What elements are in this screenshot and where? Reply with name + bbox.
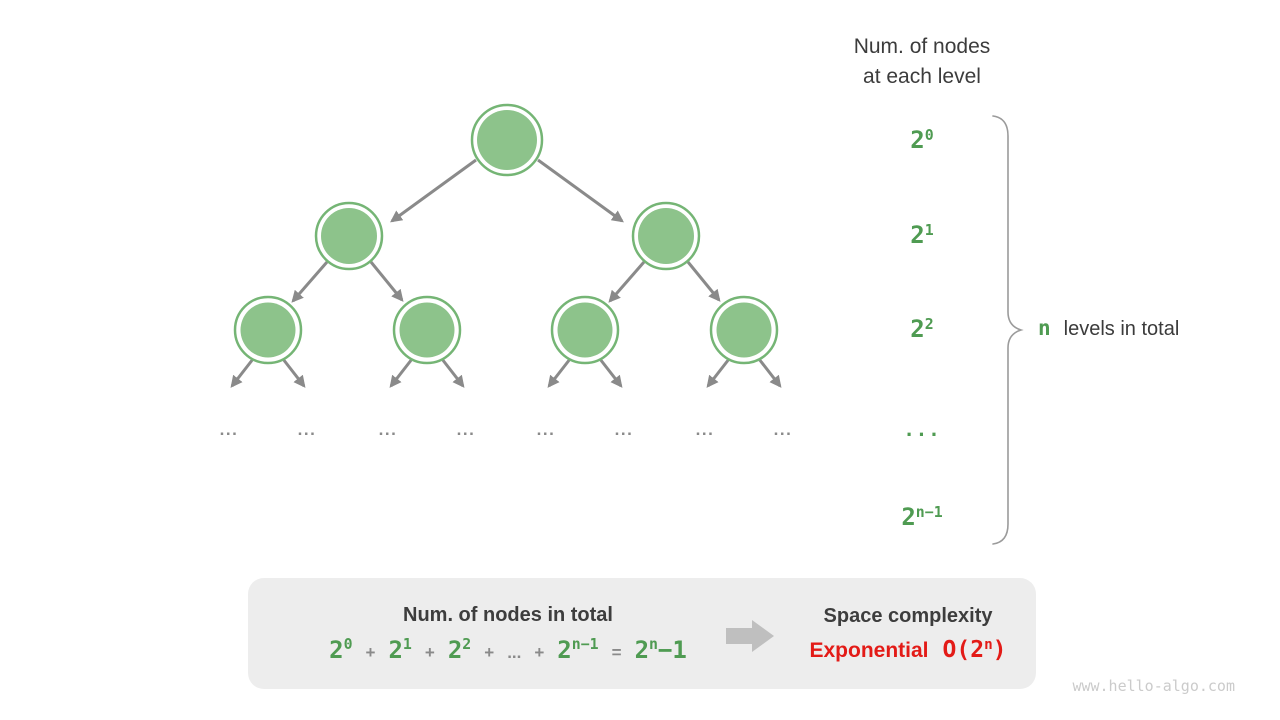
- tree-node: [470, 103, 544, 177]
- summary-left: Num. of nodes in total 20 + 21 + 22 + ..…: [258, 578, 758, 689]
- result-term: 2n−1: [634, 635, 687, 664]
- edge-arrow: [686, 261, 721, 302]
- pow-exp: 0: [924, 125, 934, 144]
- tree-node: [631, 201, 701, 271]
- pow-base: 2: [901, 503, 916, 531]
- edge-arrow: [440, 358, 465, 388]
- tree-ellipsis: ...: [614, 420, 634, 439]
- tree-node: [314, 201, 384, 271]
- level-count-2: 22: [852, 315, 992, 345]
- tree-ellipsis: ...: [695, 420, 715, 439]
- pow-exp: 2: [924, 314, 934, 333]
- big-o-notation: O(2n): [942, 636, 1007, 663]
- tree-node: [233, 295, 303, 365]
- pow-exp: n−1: [915, 502, 943, 521]
- watermark: www.hello-algo.com: [1072, 677, 1235, 695]
- edge-arrow: [598, 358, 623, 388]
- tree-ellipsis: ...: [378, 420, 398, 439]
- plus-sign: +: [424, 642, 435, 662]
- pow-base: 2: [910, 126, 925, 154]
- summary-left-title: Num. of nodes in total: [403, 603, 613, 626]
- pow-exp: 1: [924, 220, 934, 239]
- tree-ellipsis: ...: [219, 420, 239, 439]
- edge-arrow: [369, 261, 404, 302]
- tree-node: [709, 295, 779, 365]
- column-header-line1: Num. of nodes: [853, 35, 991, 58]
- level-count-ellipsis: ...: [903, 419, 941, 441]
- brace: [992, 115, 1024, 545]
- tree-node: [392, 295, 462, 365]
- brace-label: n levels in total: [1038, 316, 1179, 341]
- edge-arrow: [537, 158, 624, 223]
- column-header-line2: at each level: [863, 65, 981, 88]
- plus-sign: +: [534, 642, 545, 662]
- complexity-value: Exponential O(2n): [809, 637, 1006, 663]
- tree-nodes: [233, 103, 779, 365]
- edge-arrow: [608, 261, 646, 303]
- equals-sign: =: [611, 642, 622, 662]
- formula-ellipsis: ...: [507, 642, 522, 662]
- term-2-n-1: 2n−1: [557, 635, 599, 664]
- edge-arrow: [757, 358, 782, 388]
- edge-arrow: [291, 261, 329, 303]
- plus-sign: +: [365, 642, 376, 662]
- tree-edges: [230, 158, 782, 388]
- term-2-1: 21: [388, 635, 412, 664]
- complexity-word: Exponential: [809, 638, 929, 662]
- level-count-0: 20: [852, 126, 992, 156]
- edge-arrow: [706, 358, 731, 388]
- pow-base: 2: [910, 221, 925, 249]
- edge-arrow: [389, 358, 414, 388]
- column-header: Num. of nodes at each level: [792, 32, 1052, 92]
- summary-right-title: Space complexity: [823, 604, 993, 627]
- summary-box: Num. of nodes in total 20 + 21 + 22 + ..…: [248, 578, 1036, 689]
- tree-ellipsis: ...: [536, 420, 556, 439]
- tree-node: [550, 295, 620, 365]
- edge-arrow: [230, 358, 255, 388]
- plus-sign: +: [484, 642, 495, 662]
- node-sum-formula: 20 + 21 + 22 + ... + 2n−1 = 2n−1: [329, 635, 687, 664]
- tree-ellipsis: ...: [297, 420, 317, 439]
- tree-ellipsis: ...: [773, 420, 793, 439]
- summary-right: Space complexity Exponential O(2n): [793, 578, 1023, 689]
- edge-arrow: [281, 358, 306, 388]
- edge-arrow: [390, 158, 477, 223]
- level-count-1: 21: [852, 221, 992, 251]
- brace-label-text: levels in total: [1063, 318, 1180, 340]
- edge-arrow: [547, 358, 572, 388]
- term-2-2: 22: [447, 635, 472, 664]
- level-count-last: 2n−1: [852, 503, 992, 533]
- pow-base: 2: [910, 315, 925, 343]
- brace-label-n: n: [1038, 316, 1051, 340]
- term-2-0: 20: [329, 635, 353, 664]
- tree-ellipsis: ...: [456, 420, 476, 439]
- right-block-arrow-icon: [726, 620, 774, 652]
